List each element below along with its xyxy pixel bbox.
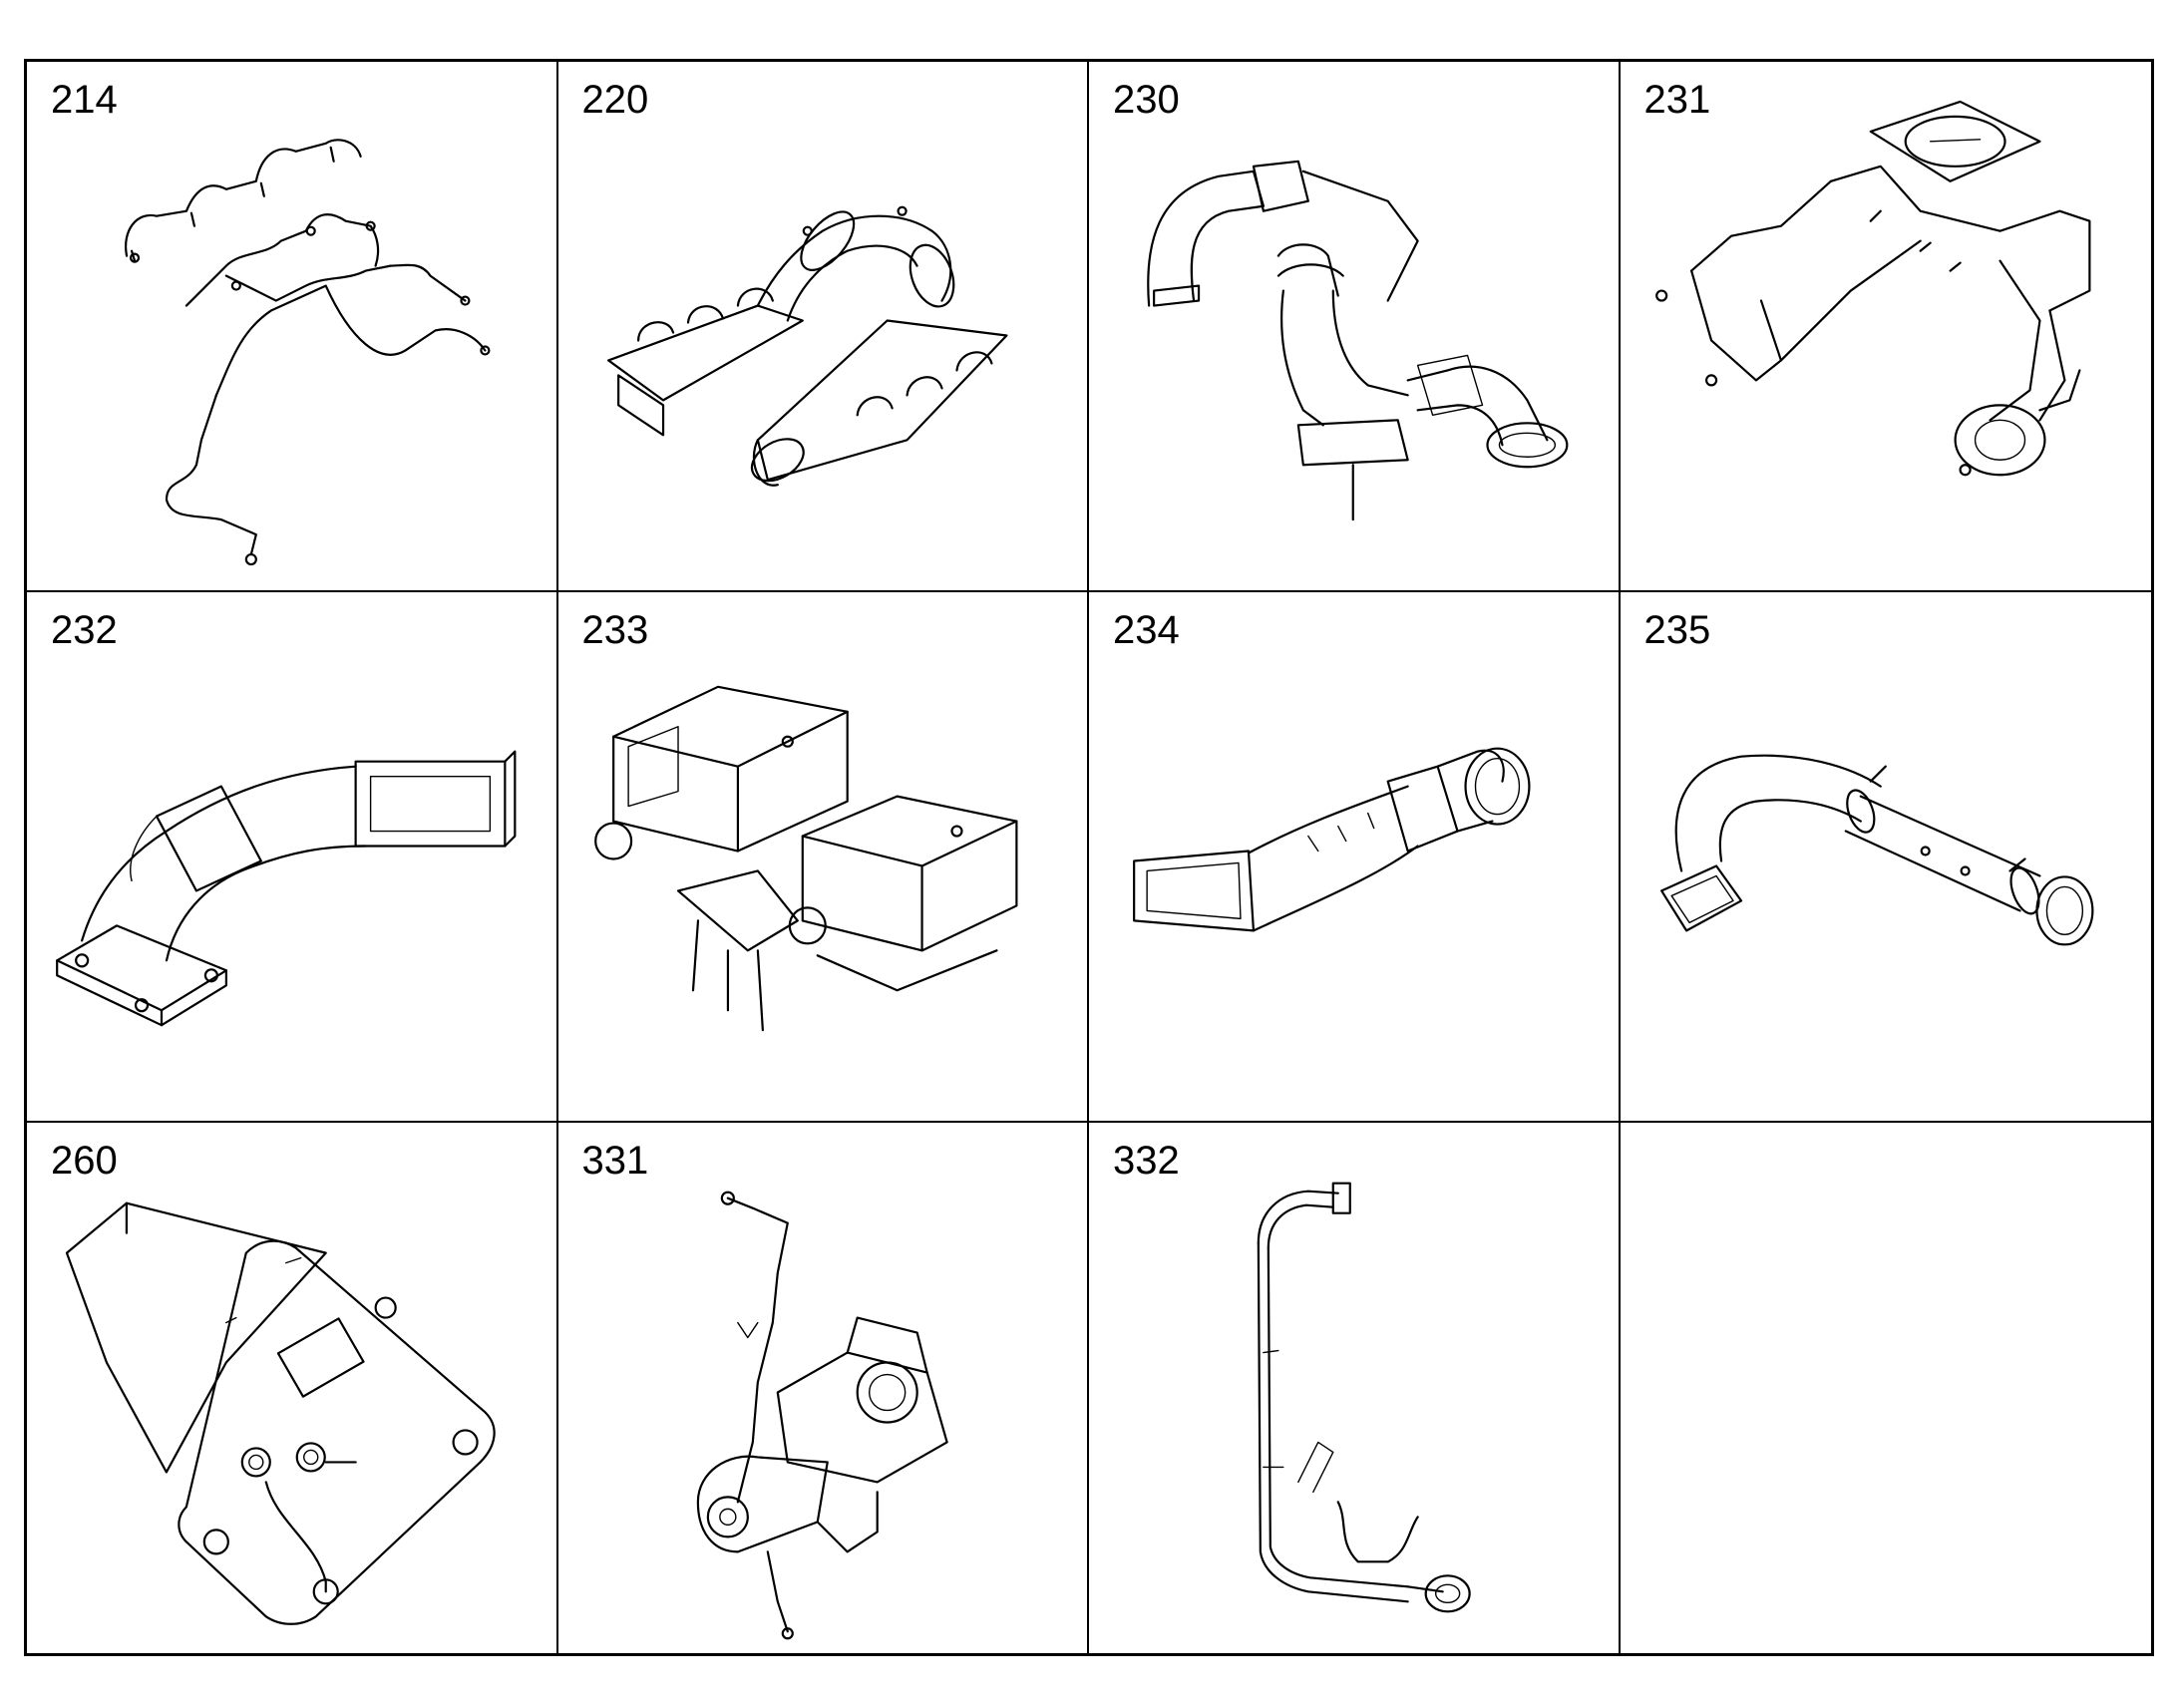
intake-manifold-illustration xyxy=(606,205,1008,487)
part-cell-235[interactable]: 235 xyxy=(1620,592,2151,1123)
part-cell-332[interactable]: 332 xyxy=(1089,1123,1621,1653)
part-number: 232 xyxy=(51,608,118,652)
part-number: 331 xyxy=(581,1139,649,1183)
part-cell-232[interactable]: 232 xyxy=(27,592,558,1123)
tapered-air-duct-illustration xyxy=(1133,747,1531,932)
part-cell-331[interactable]: 331 xyxy=(557,1123,1089,1653)
charge-air-coolers-illustration xyxy=(593,685,1017,1032)
fuel-injection-lines-illustration xyxy=(125,139,491,566)
part-number: 231 xyxy=(1643,78,1711,122)
part-cell-231[interactable]: 231 xyxy=(1620,62,2151,592)
empty-cell xyxy=(1620,1123,2151,1653)
part-cell-260[interactable]: 260 xyxy=(27,1123,558,1653)
elbow-duct-illustration xyxy=(56,750,517,1027)
part-number: 234 xyxy=(1113,608,1180,652)
part-cell-230[interactable]: 230 xyxy=(1089,62,1621,592)
part-number: 233 xyxy=(581,608,649,652)
air-compressor-illustration xyxy=(696,1191,948,1640)
part-number: 214 xyxy=(51,78,118,122)
part-cell-234[interactable]: 234 xyxy=(1089,592,1621,1123)
curved-pipe-with-clamps-illustration xyxy=(1659,754,2093,946)
part-cell-214[interactable]: 214 xyxy=(27,62,558,592)
part-cell-220[interactable]: 220 xyxy=(557,62,1089,592)
air-intake-duct-illustration xyxy=(1147,160,1569,521)
part-number: 332 xyxy=(1113,1139,1180,1183)
oil-cooler-plate-illustration xyxy=(65,1201,496,1625)
parts-grid: 214 220 xyxy=(24,59,2154,1656)
compressor-line-illustration xyxy=(1257,1182,1471,1613)
part-number: 235 xyxy=(1643,608,1711,652)
intake-manifold-housing-illustration xyxy=(1654,100,2090,477)
part-number: 220 xyxy=(581,78,649,122)
part-number: 230 xyxy=(1113,78,1180,122)
part-cell-233[interactable]: 233 xyxy=(557,592,1089,1123)
part-number: 260 xyxy=(51,1139,118,1183)
